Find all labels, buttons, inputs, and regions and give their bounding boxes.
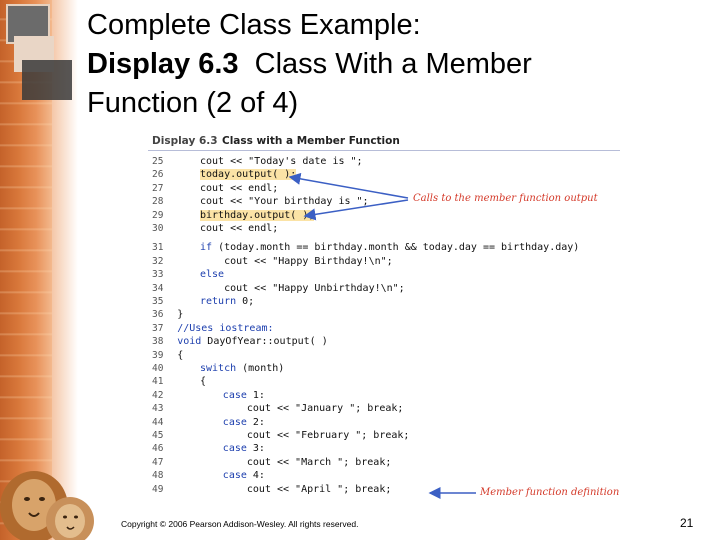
code-line: 44 case 2: xyxy=(148,417,620,430)
line-number: 25 xyxy=(152,156,164,167)
line-number: 26 xyxy=(152,169,164,181)
code-line: 33 else xyxy=(148,269,620,282)
code-keyword: case xyxy=(222,443,247,455)
decorative-square xyxy=(22,60,72,100)
display-caption: Class with a Member Function xyxy=(222,135,400,147)
code-text: } xyxy=(177,309,184,321)
code-keyword: case xyxy=(222,389,247,401)
code-keyword: else xyxy=(200,269,225,281)
code-text-highlighted: birthday.output( ); xyxy=(200,209,315,221)
code-keyword: case xyxy=(222,470,247,482)
code-text: cout << "Your birthday is "; xyxy=(200,196,369,208)
code-text: cout << "April "; break; xyxy=(222,483,392,495)
code-text-highlighted: today.output( ); xyxy=(200,169,297,181)
code-line: 26 today.output( ); xyxy=(148,169,620,182)
code-text: cout << "January "; break; xyxy=(222,403,404,415)
copyright-notice: Copyright © 2006 Pearson Addison-Wesley.… xyxy=(121,519,359,529)
code-line: 40 switch (month) xyxy=(148,363,620,376)
code-line: 47 cout << "March "; break; xyxy=(148,457,620,470)
code-line: 30 cout << endl; xyxy=(148,223,620,236)
annotation-calls: Calls to the member function output xyxy=(413,193,598,204)
code-line: 39 { xyxy=(148,350,620,363)
code-text: cout << endl; xyxy=(200,223,279,234)
line-number: 44 xyxy=(152,416,164,428)
code-line: 27 cout << endl; xyxy=(148,183,620,196)
line-number: 35 xyxy=(152,296,164,307)
display-header: Display 6.3 Class with a Member Function xyxy=(148,132,620,151)
code-line: 36} xyxy=(148,309,620,322)
line-number: 30 xyxy=(152,223,164,234)
page-number: 21 xyxy=(680,516,694,530)
line-number: 37 xyxy=(152,322,164,334)
code-text: case 3: xyxy=(222,443,265,455)
line-number: 46 xyxy=(152,443,164,455)
code-text: case 1: xyxy=(222,389,265,401)
code-line: 34 cout << "Happy Unbirthday!\n"; xyxy=(148,283,620,296)
code-text: //Uses iostream: xyxy=(177,322,274,334)
line-number: 40 xyxy=(152,363,164,374)
line-number: 47 xyxy=(152,456,164,468)
code-line: 43 cout << "January "; break; xyxy=(148,403,620,416)
code-text: cout << "Happy Birthday!\n"; xyxy=(200,255,393,267)
line-number: 41 xyxy=(152,376,164,388)
code-line: 45 cout << "February "; break; xyxy=(148,430,620,443)
code-line: 35 return 0; xyxy=(148,296,620,309)
line-number: 45 xyxy=(152,430,164,441)
code-line: 48 case 4: xyxy=(148,470,620,483)
code-text: return 0; xyxy=(200,296,255,307)
title-line-1: Complete Class Example: xyxy=(87,9,421,41)
code-line: 42 case 1: xyxy=(148,390,620,403)
decorative-squares xyxy=(0,0,78,120)
code-text: cout << "Today's date is "; xyxy=(200,156,363,167)
line-number: 36 xyxy=(152,309,164,321)
code-text: { xyxy=(177,349,184,361)
title-display-ref: Display 6.3 xyxy=(87,48,239,80)
code-text: case 2: xyxy=(222,416,265,428)
code-text: { xyxy=(200,376,207,388)
line-number: 42 xyxy=(152,389,164,401)
code-text: cout << endl; xyxy=(200,182,279,194)
line-number: 28 xyxy=(152,196,164,208)
annotation-definition: Member function definition xyxy=(480,487,620,498)
line-number: 32 xyxy=(152,255,164,267)
code-text: void DayOfYear::output( ) xyxy=(177,336,328,348)
code-line: 49 cout << "April "; break; xyxy=(148,484,620,497)
line-number: 38 xyxy=(152,336,164,348)
code-keyword: if xyxy=(200,242,213,254)
code-keyword: return xyxy=(200,296,237,307)
code-line: 41 { xyxy=(148,376,620,389)
code-line: 29 birthday.output( ); xyxy=(148,209,620,223)
code-line: 25 cout << "Today's date is "; xyxy=(148,156,620,169)
code-keyword: switch xyxy=(200,363,237,374)
code-line: 46 case 3: xyxy=(148,443,620,456)
code-text: case 4: xyxy=(222,470,265,482)
code-line: 38 void DayOfYear::output( ) xyxy=(148,336,620,349)
line-number: 49 xyxy=(152,483,164,495)
line-number: 29 xyxy=(152,209,164,221)
title-line-3: Function (2 of 4) xyxy=(87,87,299,119)
code-text: else xyxy=(200,269,224,280)
line-number: 39 xyxy=(152,349,164,361)
code-text: cout << "Happy Unbirthday!\n"; xyxy=(200,282,405,294)
code-text: cout << "March "; break; xyxy=(222,456,392,468)
code-keyword: case xyxy=(222,416,247,428)
title-line-2: Class With a Member xyxy=(238,48,532,80)
line-number: 34 xyxy=(152,282,164,294)
slide-title: Complete Class Example: Display 6.3 Clas… xyxy=(87,6,687,123)
line-number: 43 xyxy=(152,403,164,415)
lions-illustration xyxy=(0,471,94,540)
code-line: 37 //Uses iostream: xyxy=(148,323,620,336)
line-number: 48 xyxy=(152,470,164,482)
code-keyword: void xyxy=(177,336,202,348)
line-number: 31 xyxy=(152,242,164,254)
code-line: 31 if (today.month == birthday.month && t… xyxy=(148,242,620,255)
code-text: switch (month) xyxy=(200,363,285,374)
code-line: 32 cout << "Happy Birthday!\n"; xyxy=(148,256,620,269)
line-number: 33 xyxy=(152,269,164,281)
code-text: cout << "February "; break; xyxy=(222,430,410,441)
line-number: 27 xyxy=(152,182,164,194)
display-number: Display 6.3 xyxy=(152,135,218,147)
code-text: if (today.month == birthday.month && tod… xyxy=(200,242,580,254)
